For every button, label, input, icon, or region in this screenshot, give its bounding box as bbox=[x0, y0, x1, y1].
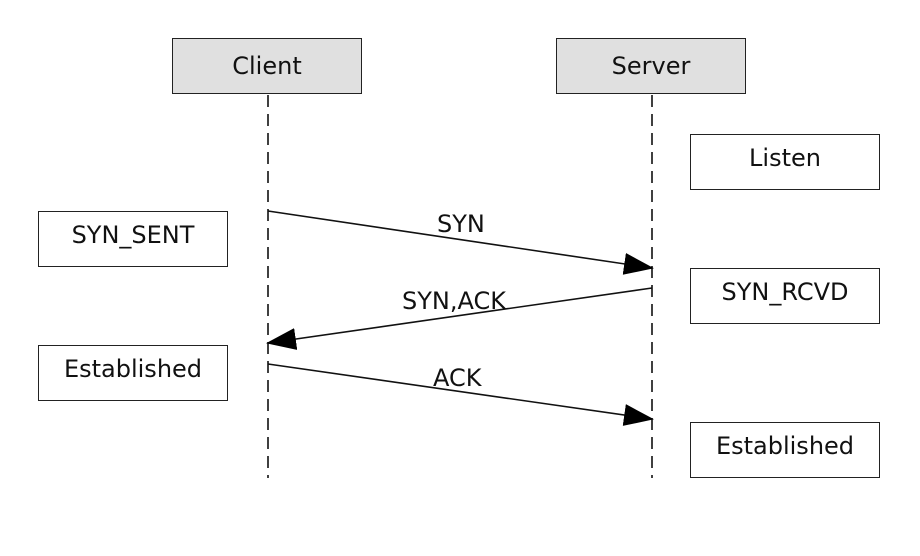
ack-message-label: ACK bbox=[433, 364, 482, 392]
server-state-listen: Listen bbox=[690, 134, 880, 190]
server-state-label: SYN_RCVD bbox=[721, 278, 849, 306]
client-participant-box: Client bbox=[172, 38, 362, 94]
server-state-syn-rcvd: SYN_RCVD bbox=[690, 268, 880, 324]
server-state-established: Established bbox=[690, 422, 880, 478]
server-state-label: Established bbox=[715, 432, 855, 460]
ack-arrow bbox=[267, 363, 654, 426]
client-state-label: SYN_SENT bbox=[71, 221, 195, 249]
syn-message-label: SYN bbox=[437, 210, 485, 238]
client-state-syn-sent: SYN_SENT bbox=[38, 211, 228, 267]
syn-arrow bbox=[267, 210, 654, 275]
server-state-label: Listen bbox=[749, 144, 821, 172]
server-participant-label: Server bbox=[611, 52, 691, 80]
client-participant-label: Client bbox=[232, 52, 302, 80]
client-state-established: Established bbox=[38, 345, 228, 401]
server-participant-box: Server bbox=[556, 38, 746, 94]
syn-ack-message-label: SYN,ACK bbox=[402, 287, 506, 315]
syn-ack-arrow bbox=[266, 287, 653, 350]
client-state-label: Established bbox=[63, 355, 203, 383]
